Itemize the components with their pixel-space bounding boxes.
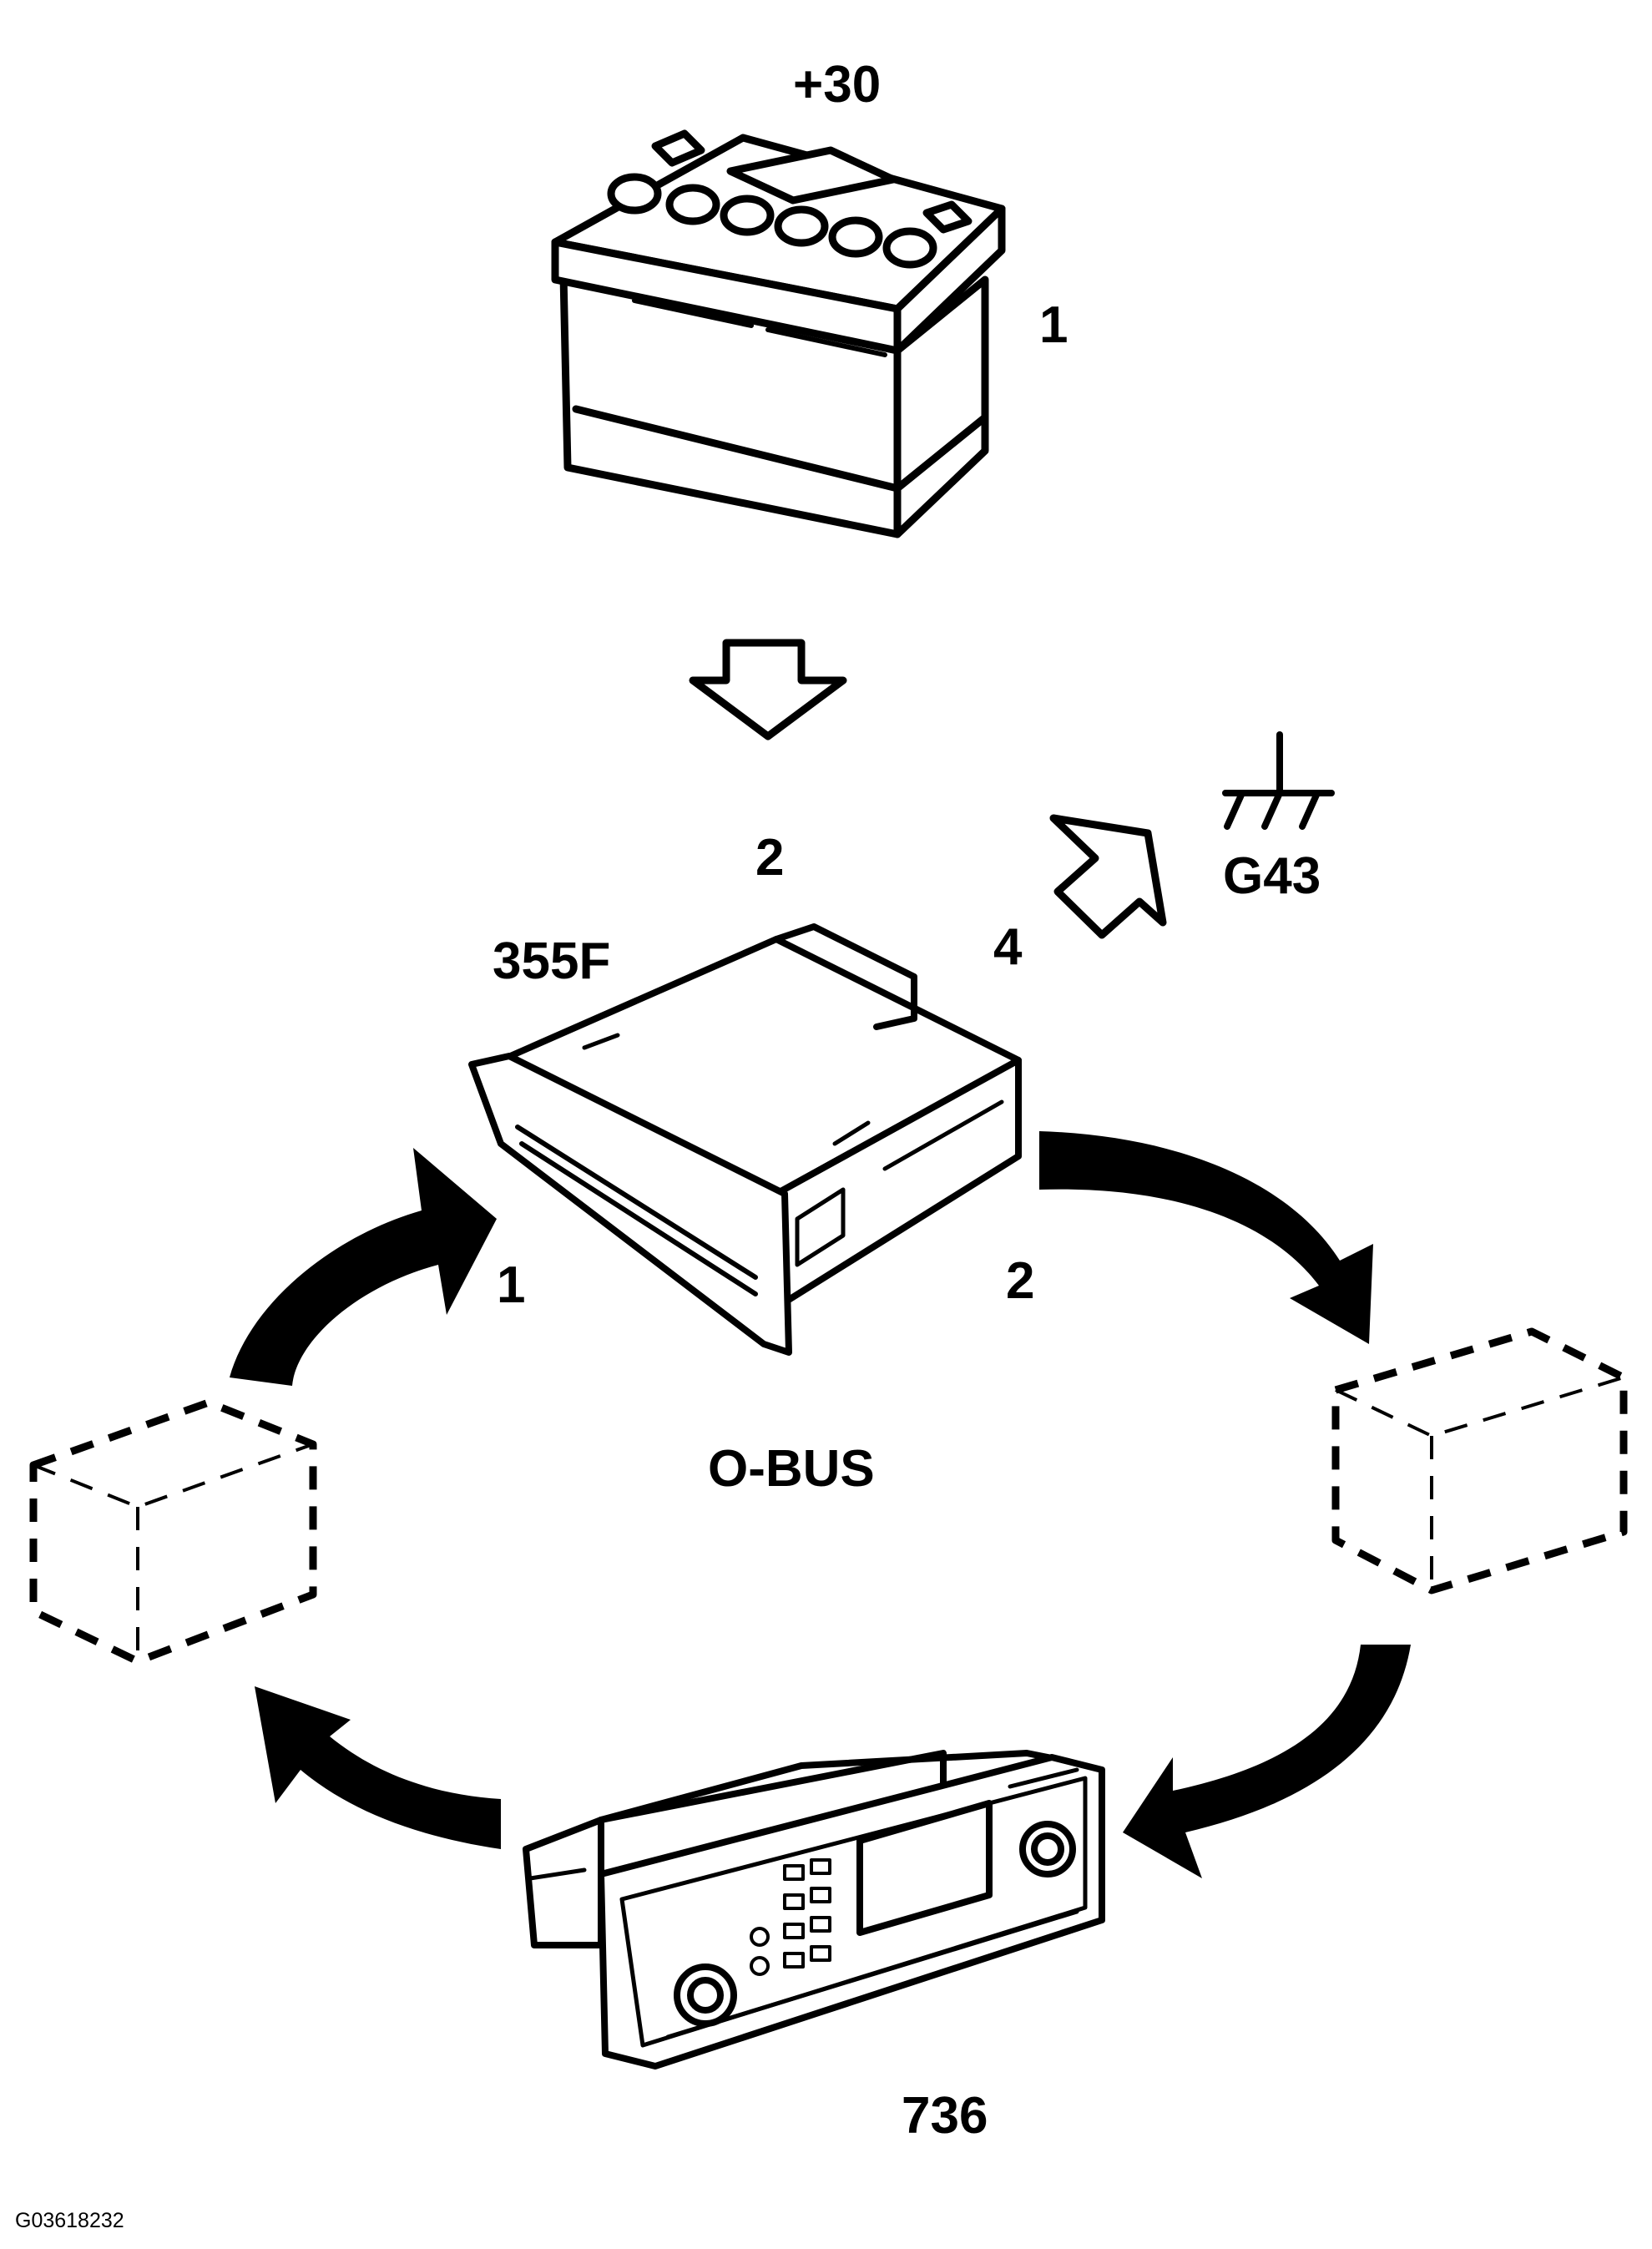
module-power-pin-label: 2 — [755, 829, 784, 887]
unspecified-node-left-icon — [29, 1398, 317, 1665]
battery-pin-label: 1 — [1039, 296, 1068, 354]
figure-code: G03618232 — [15, 2209, 124, 2232]
supply-label: +30 — [793, 56, 881, 114]
bus-arrow-to-left-box-icon — [255, 1686, 501, 1849]
module-ground-pin-label: 4 — [993, 918, 1023, 976]
bus-arrow-to-head-unit-icon — [1123, 1645, 1411, 1878]
bus-label: O-BUS — [708, 1440, 875, 1498]
unspecified-node-right-icon — [1331, 1327, 1628, 1595]
bus-out-pin-label: 2 — [1006, 1252, 1034, 1310]
bus-ring-arrows — [230, 1131, 1411, 1878]
ground-label: G43 — [1223, 847, 1321, 905]
bus-arrow-to-right-box-icon — [1039, 1131, 1373, 1344]
head-unit-id-label: 736 — [902, 2087, 988, 2145]
battery-icon — [551, 129, 1006, 538]
bus-in-pin-label: 1 — [497, 1256, 525, 1314]
hollow-arrow-down-icon — [689, 639, 847, 740]
radio-module-icon — [468, 923, 1022, 1356]
bus-arrow-to-module-icon — [230, 1148, 497, 1386]
module-id-label: 355F — [493, 932, 610, 990]
head-unit-icon — [523, 1750, 1105, 2070]
ground-icon — [1222, 731, 1335, 830]
hollow-arrow-up-right-icon — [1049, 814, 1167, 939]
